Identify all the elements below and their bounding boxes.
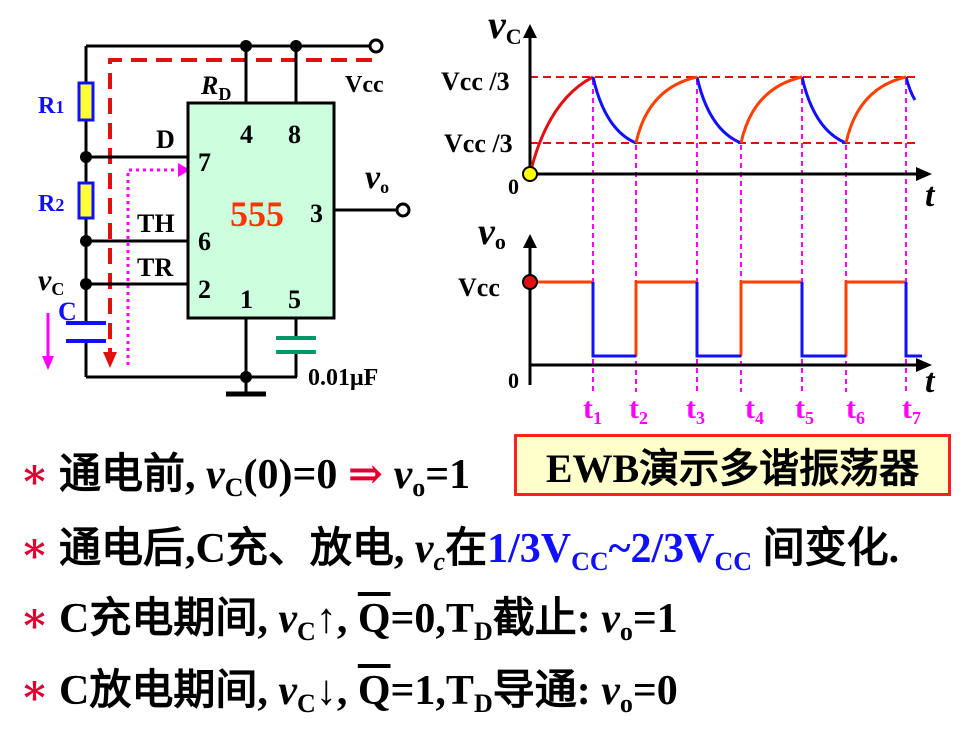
bullet-2: ∗通电后,C充、放电, vc在1/3VCC~2/3VCC 间变化.	[20, 526, 900, 576]
vo-terminal	[395, 202, 411, 218]
chip-555	[186, 101, 336, 320]
bottom-x-arrow	[916, 358, 932, 372]
vc-charge-initial	[528, 75, 594, 175]
charge-arrow	[178, 163, 190, 177]
label-rd: RD	[200, 71, 231, 104]
label-cap: 0.01μF	[308, 365, 378, 391]
pin-3-label: 3	[310, 199, 323, 228]
tick-t5: t5	[795, 392, 814, 428]
vo-high-segments	[530, 280, 906, 356]
pin-1-label: 1	[240, 285, 253, 314]
tick-t1: t1	[583, 392, 602, 428]
capacitor-001uf	[276, 336, 316, 354]
resistor-r2	[77, 181, 95, 220]
level-2vcc3-label: 2Vcc /3	[440, 67, 510, 96]
bottom-axis-label: vo	[478, 211, 506, 254]
label-r2: R2	[38, 191, 64, 217]
tick-t4: t4	[745, 392, 764, 428]
bullet-star: ∗	[20, 526, 50, 572]
vcc-terminal	[368, 38, 384, 54]
label-r1: R1	[38, 93, 64, 119]
label-vcc: Vcc	[345, 72, 384, 98]
vo-high-label: Vcc	[458, 273, 500, 302]
discharge-path-dashed	[108, 58, 372, 360]
bullet-3: ∗C充电期间, vC↑, Q=0,TD截止: vo=1	[20, 596, 678, 646]
bottom-y-arrow	[523, 234, 537, 248]
resistor-r1	[77, 81, 95, 122]
vo-start-dot	[522, 274, 538, 290]
pin-2-label: 2	[198, 275, 211, 304]
circuit-diagram: 555 4 8 7 6 3 2 1 5 D TH TR RD Vcc R1 R2…	[38, 38, 411, 397]
q-bar: Q	[357, 668, 391, 714]
label-vo: vo	[365, 159, 389, 197]
bottom-origin-label: 0	[508, 368, 519, 393]
pin-5-label: 5	[288, 285, 301, 314]
tick-t3: t3	[686, 392, 705, 428]
vo-low-segments	[591, 282, 922, 358]
bullet-1: ∗通电前, vC(0)=0 ⇒ vo=1	[20, 452, 471, 502]
capacitor-c	[66, 321, 106, 343]
pin-6-label: 6	[198, 227, 211, 256]
vc-start-dot	[522, 166, 538, 182]
top-t-label: t	[925, 177, 936, 214]
bullet-star: ∗	[20, 596, 50, 642]
top-origin-label: 0	[508, 174, 519, 199]
label-c: C	[58, 297, 77, 326]
chip-label: 555	[230, 194, 284, 234]
bullet-4: ∗C放电期间, vC↓, Q=1,TD导通: vo=0	[20, 668, 678, 718]
top-x-arrow	[916, 167, 932, 181]
waveform-diagram: vC 2Vcc /3 Vcc /3 0 t vo Vcc 0 t t1 t2 t…	[440, 2, 936, 428]
level-vcc3-label: Vcc /3	[444, 129, 513, 158]
vc-charge-curves	[634, 75, 907, 144]
label-vc: vC	[38, 264, 64, 299]
discharge-arrow	[103, 352, 117, 368]
charge-path-dotted	[126, 168, 180, 365]
time-guides	[592, 80, 907, 392]
tick-t6: t6	[846, 392, 865, 428]
top-axes	[528, 35, 918, 180]
implies-arrow: ⇒	[347, 452, 384, 498]
ewb-demo-button[interactable]: EWB演示多谐振荡器	[514, 434, 951, 496]
vc-discharge-curves	[591, 76, 917, 145]
label-tr: TR	[137, 253, 173, 282]
current-arrow-head	[42, 356, 54, 370]
pin-8-label: 8	[288, 120, 301, 149]
top-y-arrow	[523, 24, 537, 38]
bottom-t-label: t	[925, 363, 936, 400]
top-axis-label: vC	[488, 2, 522, 49]
tick-t2: t2	[629, 392, 648, 428]
label-th: TH	[137, 209, 175, 238]
junction-dots	[80, 40, 302, 383]
pin-7-label: 7	[198, 148, 211, 177]
q-bar: Q	[357, 596, 391, 642]
label-d: D	[156, 125, 175, 154]
pin-4-label: 4	[240, 120, 253, 149]
bullet-star: ∗	[20, 668, 50, 714]
bullet-star: ∗	[20, 452, 50, 498]
bottom-axes	[528, 245, 918, 385]
tick-t7: t7	[902, 392, 921, 428]
